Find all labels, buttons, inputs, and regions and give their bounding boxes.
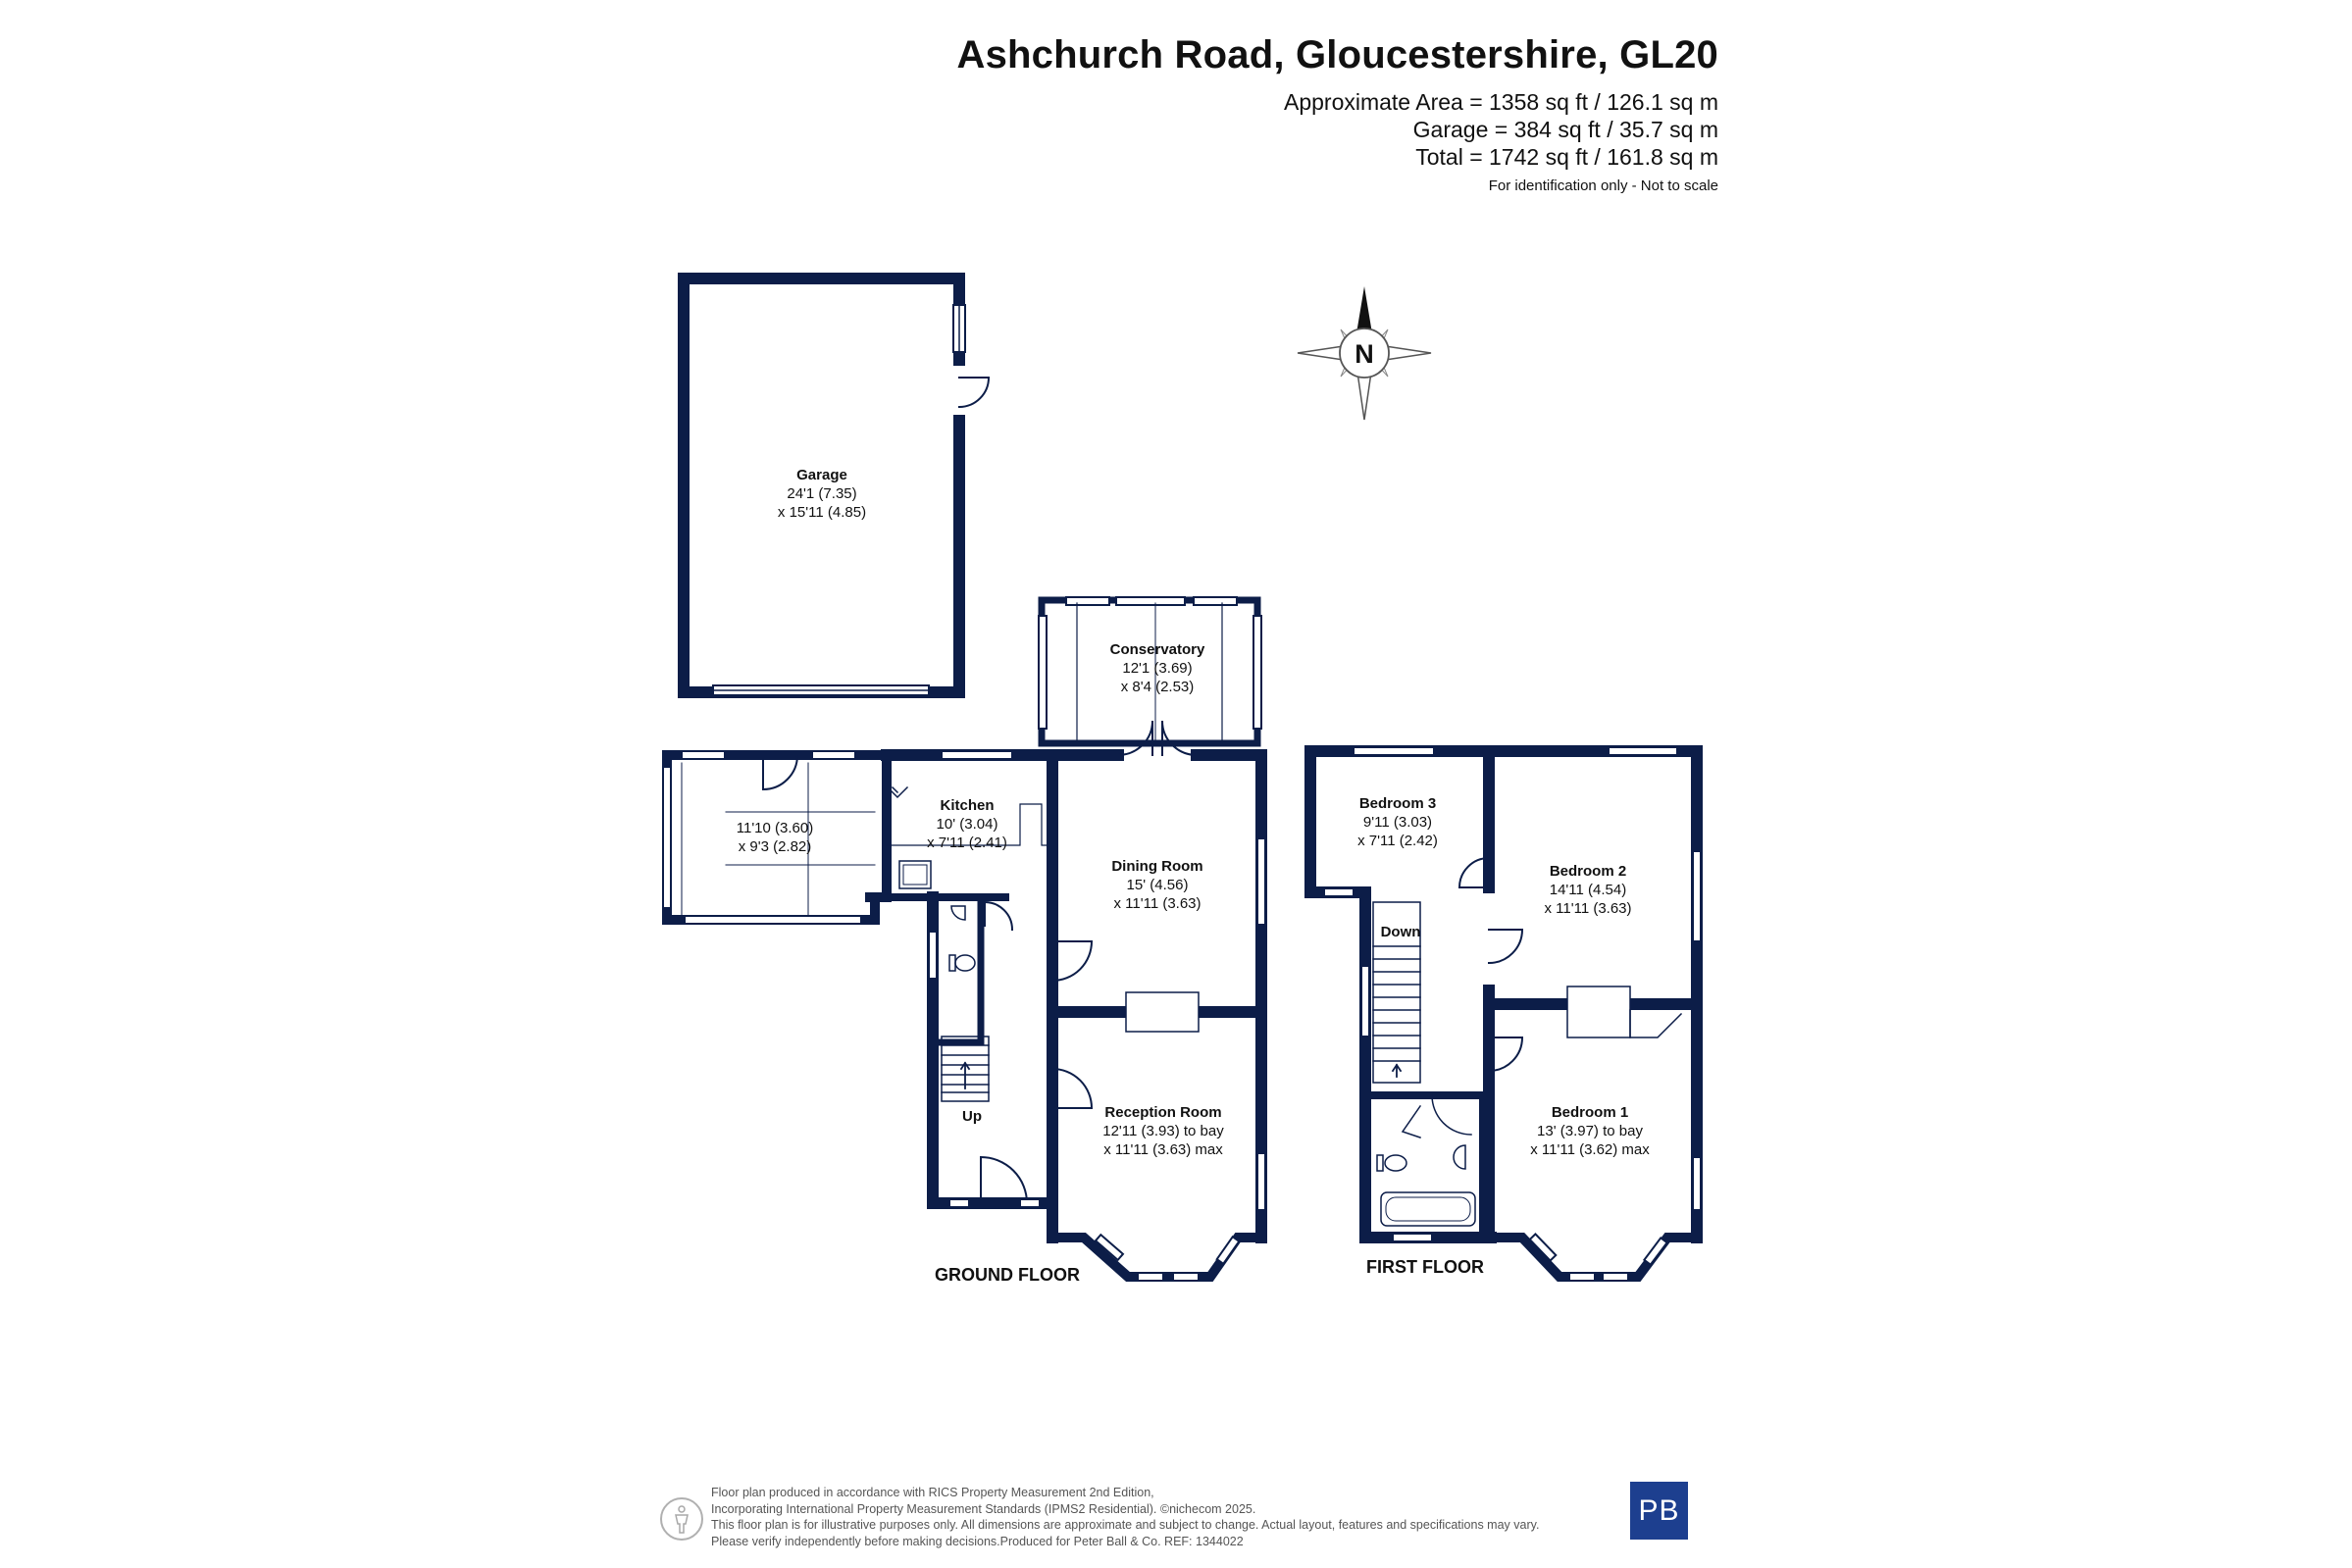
- bedroom1-bay-window: [1528, 1233, 1669, 1282]
- bedroom1-dim1: 13' (3.97) to bay: [1537, 1123, 1643, 1139]
- property-title: Ashchurch Road, Gloucestershire, GL20: [956, 33, 1718, 76]
- bedroom2-dim2: x 11'11 (3.63): [1544, 900, 1631, 917]
- kitchen-dim1: 10' (3.04): [937, 816, 998, 833]
- conservatory-label: Conservatory: [1110, 641, 1205, 658]
- ground-floor-walls: [881, 749, 1267, 1282]
- bedroom3-dim2: x 7'11 (2.42): [1357, 833, 1438, 849]
- first-floor-label: FIRST FLOOR: [1366, 1257, 1484, 1277]
- bedroom2-label: Bedroom 2: [1550, 863, 1626, 880]
- footer-line-1: Floor plan produced in accordance with R…: [711, 1486, 1154, 1499]
- footer-line-3: This floor plan is for illustrative purp…: [711, 1518, 1540, 1532]
- kitchen-label: Kitchen: [940, 797, 994, 814]
- bedroom3-bottom-window: [1323, 887, 1355, 897]
- bedroom2-dim1: 14'11 (4.54): [1550, 882, 1626, 898]
- garage-walls: [678, 273, 965, 698]
- utility-dim2: x 9'3 (2.82): [739, 838, 812, 855]
- reception-bay-window: [1094, 1233, 1241, 1282]
- hall-front-window-2: [1019, 1198, 1041, 1208]
- conservatory-french-doors: [1116, 720, 1199, 757]
- garage-area: Garage = 384 sq ft / 35.7 sq m: [1412, 117, 1718, 142]
- ground-stairs-up-label: Up: [962, 1108, 982, 1125]
- utility-window-side: [662, 766, 672, 909]
- kitchen-dim2: x 7'11 (2.41): [927, 835, 1007, 851]
- accessibility-icon: [660, 1497, 703, 1541]
- first-stairs-down-label: Down: [1381, 924, 1421, 940]
- bedroom1-label: Bedroom 1: [1552, 1104, 1628, 1121]
- landing-window: [1360, 965, 1370, 1037]
- footer-disclaimer: Floor plan produced in accordance with R…: [711, 1485, 1539, 1549]
- bedroom3-door-swing: [1457, 856, 1491, 888]
- wc-basin: [950, 905, 966, 921]
- dining-room-label: Dining Room: [1111, 858, 1202, 875]
- utility-walls: [662, 750, 892, 925]
- utility-window-top: [681, 750, 726, 760]
- wc-window: [928, 931, 938, 980]
- front-door-swing: [980, 1155, 1029, 1205]
- garage-label: Garage: [796, 467, 847, 483]
- bedroom3-dim1: 9'11 (3.03): [1363, 814, 1432, 831]
- utility-window-bottom: [684, 915, 862, 925]
- reception-side-window: [1256, 1152, 1266, 1211]
- bedroom1-side-window: [1692, 1156, 1702, 1211]
- conservatory-frame: [1038, 596, 1262, 747]
- wc-door-swing: [984, 900, 1014, 932]
- kitchen-worktop: [886, 803, 1048, 846]
- dining-door-swing: [1050, 940, 1094, 983]
- agent-logo: PB: [1630, 1482, 1688, 1540]
- bedroom1-cupboard: [1629, 1009, 1683, 1038]
- first-stairs: [1372, 901, 1421, 1084]
- conservatory-dim1: 12'1 (3.69): [1122, 660, 1192, 677]
- bathroom-toilet: [1384, 1154, 1407, 1172]
- scale-disclaimer: For identification only - Not to scale: [1488, 177, 1718, 194]
- bedroom1-door-swing: [1487, 1037, 1524, 1073]
- compass-north-label: N: [1355, 339, 1374, 369]
- garage-dim1: 24'1 (7.35): [787, 485, 856, 502]
- dining-window: [1256, 837, 1266, 926]
- bedroom2-chimney-breast: [1566, 986, 1631, 1038]
- ground-stairs: [941, 1036, 990, 1102]
- reception-room-dim2: x 11'11 (3.63) max: [1103, 1141, 1223, 1158]
- bedroom2-window: [1608, 746, 1678, 756]
- ground-floor-label: GROUND FLOOR: [935, 1265, 1080, 1285]
- footer-line-2: Incorporating International Property Mea…: [711, 1501, 1256, 1516]
- bedroom1-dim2: x 11'11 (3.62) max: [1530, 1141, 1650, 1158]
- reception-room-dim1: 12'11 (3.93) to bay: [1102, 1123, 1224, 1139]
- footer-line-4: Please verify independently before makin…: [711, 1534, 1244, 1548]
- reception-room-label: Reception Room: [1104, 1104, 1221, 1121]
- utility-window-top-2: [811, 750, 856, 760]
- wc-toilet: [954, 954, 976, 972]
- bedroom2-side-window: [1692, 850, 1702, 942]
- approximate-area: Approximate Area = 1358 sq ft / 126.1 sq…: [1283, 89, 1718, 115]
- bathroom-door-swing: [1401, 1104, 1422, 1138]
- kitchen-window: [941, 750, 1013, 760]
- garage-dim2: x 15'11 (4.85): [778, 504, 866, 521]
- dining-room-dim2: x 11'11 (3.63): [1113, 895, 1201, 912]
- kitchen-unit-corner: [886, 785, 909, 799]
- kitchen-sink: [898, 860, 932, 889]
- utility-door-swing: [762, 753, 799, 791]
- conservatory-dim2: x 8'4 (2.53): [1121, 679, 1195, 695]
- compass-icon: N: [1297, 286, 1432, 421]
- bathroom-window: [1392, 1233, 1433, 1242]
- hall-front-window: [948, 1198, 970, 1208]
- dining-room-dim1: 15' (4.56): [1127, 877, 1189, 893]
- utility-dim1: 11'10 (3.60): [737, 820, 813, 836]
- total-area: Total = 1742 sq ft / 161.8 sq m: [1415, 144, 1718, 170]
- landing-arch: [1431, 1094, 1472, 1136]
- bathroom-basin: [1453, 1144, 1466, 1170]
- bedroom2-door-swing: [1487, 929, 1524, 965]
- dining-fireplace: [1125, 991, 1200, 1033]
- bathroom-bath: [1380, 1191, 1476, 1227]
- bedroom3-window: [1353, 746, 1435, 756]
- reception-door-swing: [1050, 1067, 1094, 1109]
- bedroom3-label: Bedroom 3: [1359, 795, 1436, 812]
- garage-side-door-swing: [957, 377, 991, 409]
